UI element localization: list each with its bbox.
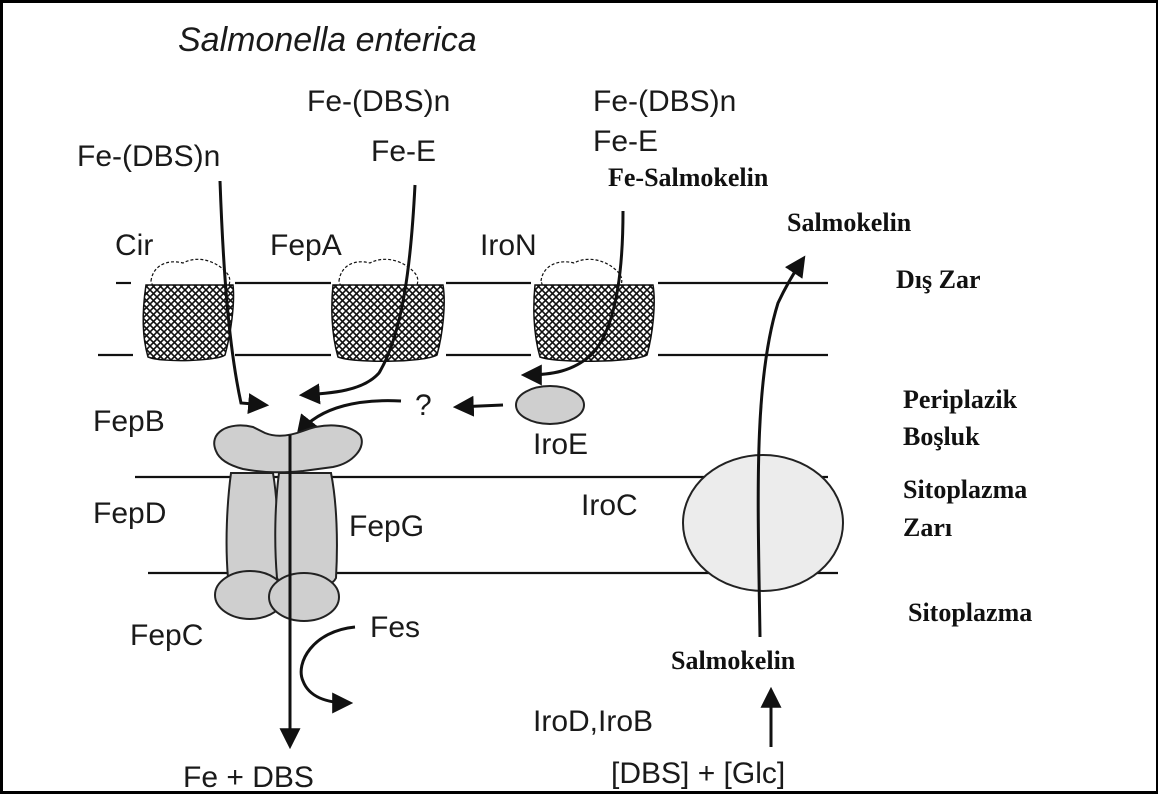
cir-substrate-label: Fe-(DBS)n (77, 140, 220, 173)
fepa-substrate-label-1: Fe-(DBS)n (307, 85, 450, 118)
substrates-label: [DBS] + [Glc] (611, 757, 785, 790)
iron-uptake-diagram: Salmonella enterica Fe-(DBS)n Fe-(DBS)n … (3, 3, 1158, 797)
inner-membrane-label-2: Zarı (903, 513, 952, 542)
secreted-salmochelin-label: Salmokelin (787, 208, 912, 237)
iron-substrate-label-3: Fe-Salmokelin (608, 163, 769, 192)
fepg-protein (275, 473, 337, 589)
fes-label: Fes (370, 611, 420, 644)
cir-import-arrow (220, 181, 265, 405)
periplasm-label-2: Boşluk (903, 422, 980, 451)
fepd-label: FepD (93, 497, 166, 530)
iroc-label: IroC (581, 489, 638, 522)
biosynthesis-enzymes-label: IroD,IroB (533, 705, 653, 738)
porin-label-fepa: FepA (270, 229, 342, 262)
fepc-label: FepC (130, 619, 203, 652)
cytoplasm-label: Sitoplazma (908, 598, 1032, 627)
product-label: Fe + DBS (183, 761, 314, 794)
fepa-substrate-label-2: Fe-E (371, 135, 436, 168)
iroe-to-unknown-arrow (457, 405, 503, 407)
iron-substrate-label-1: Fe-(DBS)n (593, 85, 736, 118)
inner-membrane-label-1: Sitoplazma (903, 475, 1027, 504)
porin-label-cir: Cir (115, 229, 153, 262)
iroe-protein (516, 386, 584, 424)
unknown-step-label: ? (415, 389, 432, 422)
fepa-porin (332, 259, 444, 361)
cir-porin (143, 259, 233, 360)
porin-label-iron: IroN (480, 229, 537, 262)
iroc-protein (683, 455, 843, 591)
outer-membrane-label: Dış Zar (896, 265, 981, 294)
fepg-label: FepG (349, 510, 424, 543)
fes-hydrolysis-arrow (301, 627, 355, 703)
organism-title: Salmonella enterica (178, 21, 477, 59)
iron-substrate-label-2: Fe-E (593, 125, 658, 158)
fepb-protein (214, 425, 362, 472)
iron-porin (534, 259, 654, 361)
iroe-label: IroE (533, 428, 588, 461)
fepb-label: FepB (93, 405, 165, 438)
fepbdgc-complex (214, 425, 362, 621)
periplasm-label-1: Periplazik (903, 385, 1018, 414)
fepc-protein-right (269, 573, 339, 621)
intracellular-salmochelin-label: Salmokelin (671, 646, 796, 675)
